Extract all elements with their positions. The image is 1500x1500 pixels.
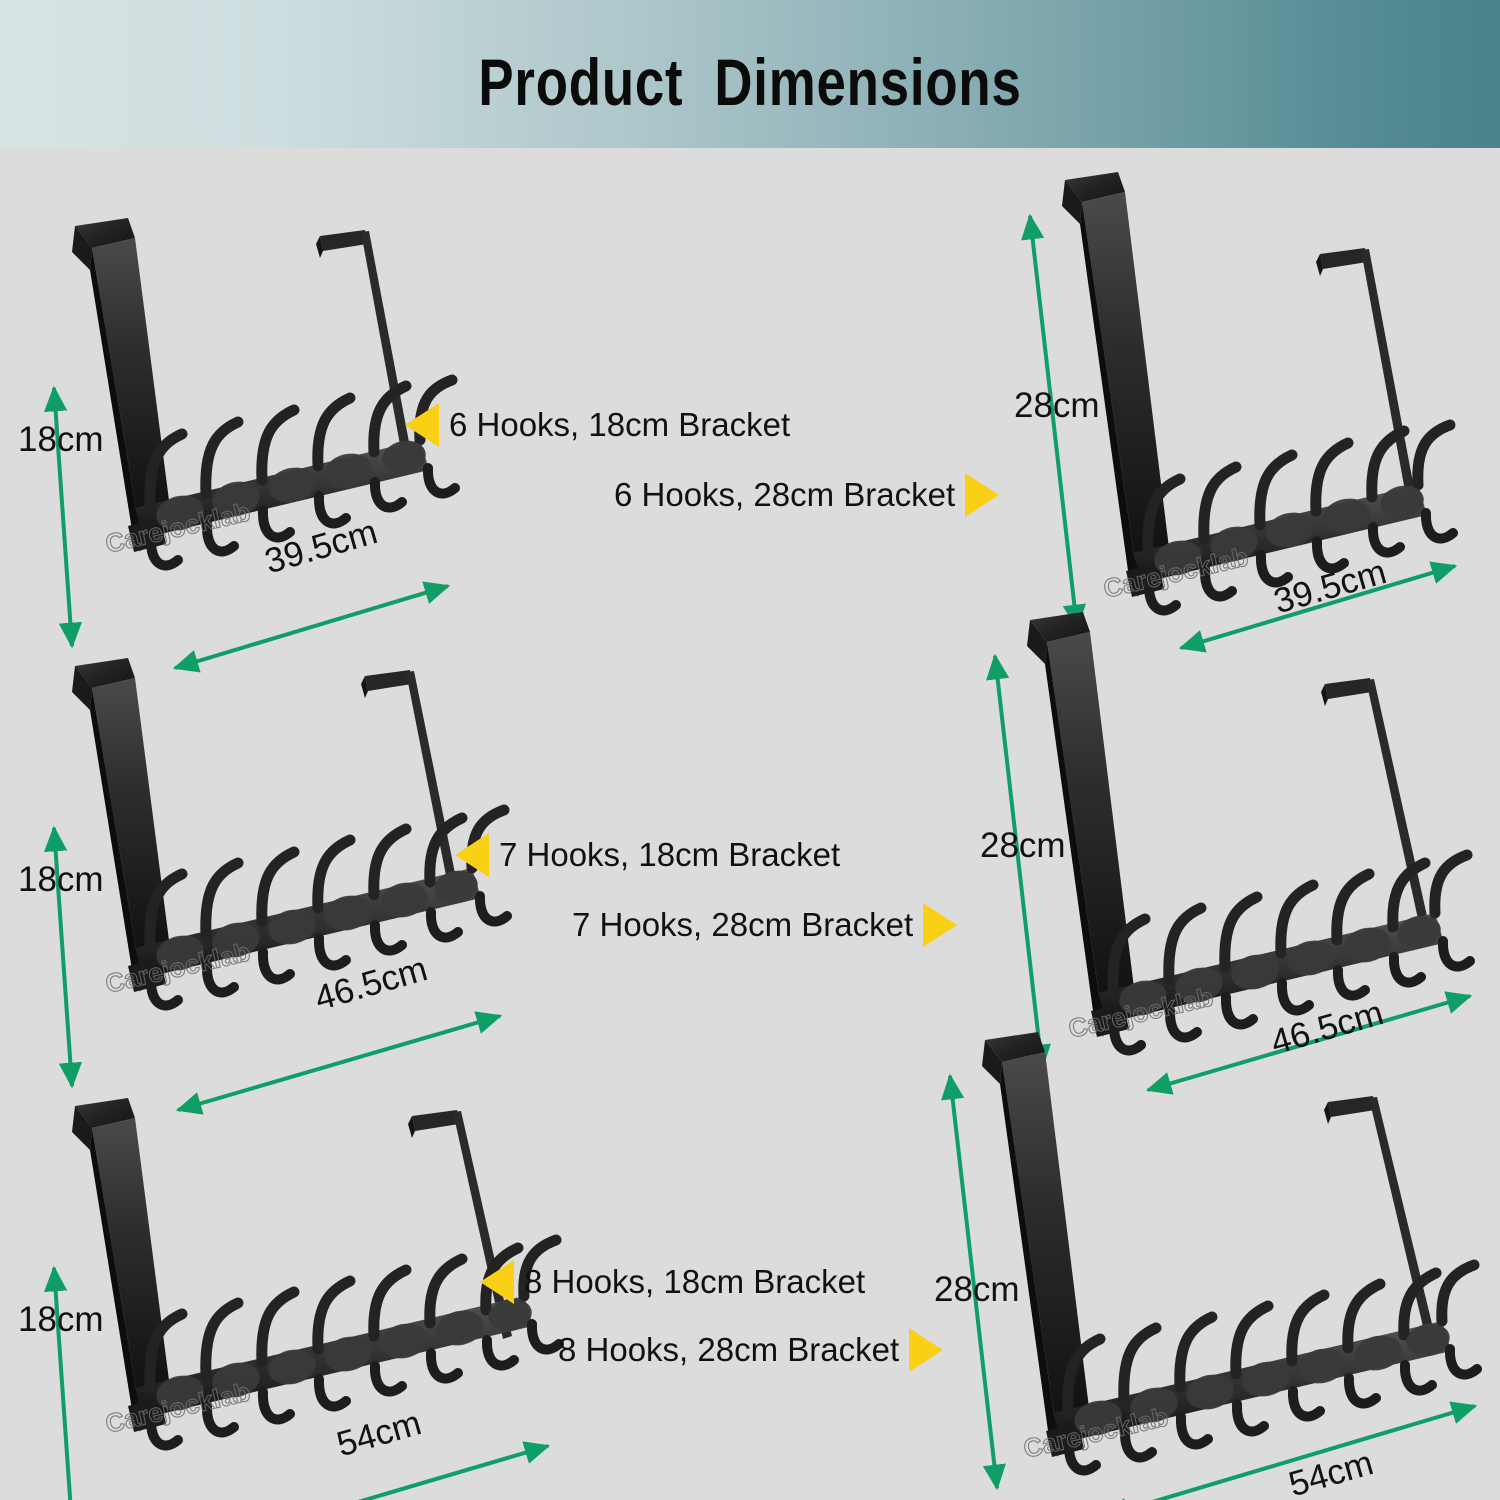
product-eight-hooks-28cm: Carejocklab bbox=[930, 1018, 1500, 1500]
pointer-right-icon bbox=[923, 903, 958, 947]
callout-eight-hooks-18cm: 8 Hooks, 18cm Bracket bbox=[480, 1260, 865, 1304]
dimension-arrows-eight-hooks-28cm bbox=[941, 1073, 1478, 1500]
product-eight-hooks-18cm: Carejocklab bbox=[20, 1088, 610, 1500]
dim-height-seven-hooks-18cm: 18cm bbox=[18, 860, 104, 899]
dim-height-seven-hooks-28cm: 28cm bbox=[980, 826, 1066, 865]
page-title: Product Dimensions bbox=[478, 45, 1022, 119]
product-six-hooks-18cm: Carejocklab bbox=[20, 208, 520, 638]
callout-six-hooks-28cm: 6 Hooks, 28cm Bracket bbox=[614, 473, 1000, 517]
pointer-right-icon bbox=[909, 1328, 944, 1372]
callout-seven-hooks-28cm: 7 Hooks, 28cm Bracket bbox=[572, 903, 958, 947]
callout-six-hooks-18cm: 6 Hooks, 18cm Bracket bbox=[405, 403, 790, 447]
dimension-arrows-seven-hooks-28cm bbox=[986, 653, 1473, 1095]
dimension-arrows-six-hooks-18cm bbox=[43, 385, 451, 673]
dimension-arrows-eight-hooks-18cm bbox=[43, 1265, 551, 1500]
product-seven-hooks-18cm: Carejocklab bbox=[20, 648, 560, 1078]
pointer-left-icon bbox=[455, 833, 489, 877]
product-six-hooks-28cm: Carejocklab bbox=[1010, 158, 1500, 628]
products-area: Carejocklab 18cm 39.5cm 6 Hooks, 18cm Br… bbox=[0, 148, 1500, 1500]
pointer-right-icon bbox=[965, 473, 1000, 517]
dimension-arrows-six-hooks-28cm bbox=[1021, 213, 1458, 653]
callout-seven-hooks-18cm: 7 Hooks, 18cm Bracket bbox=[455, 833, 840, 877]
pointer-left-icon bbox=[405, 403, 439, 447]
callout-eight-hooks-28cm: 8 Hooks, 28cm Bracket bbox=[558, 1328, 944, 1372]
dimension-arrows-seven-hooks-18cm bbox=[43, 825, 503, 1115]
header-banner: Product Dimensions bbox=[0, 0, 1500, 148]
dim-height-eight-hooks-18cm: 18cm bbox=[18, 1300, 104, 1339]
pointer-left-icon bbox=[480, 1260, 514, 1304]
dim-height-six-hooks-18cm: 18cm bbox=[18, 420, 104, 459]
dim-height-six-hooks-28cm: 28cm bbox=[1014, 386, 1100, 425]
dim-height-eight-hooks-28cm: 28cm bbox=[934, 1270, 1020, 1309]
